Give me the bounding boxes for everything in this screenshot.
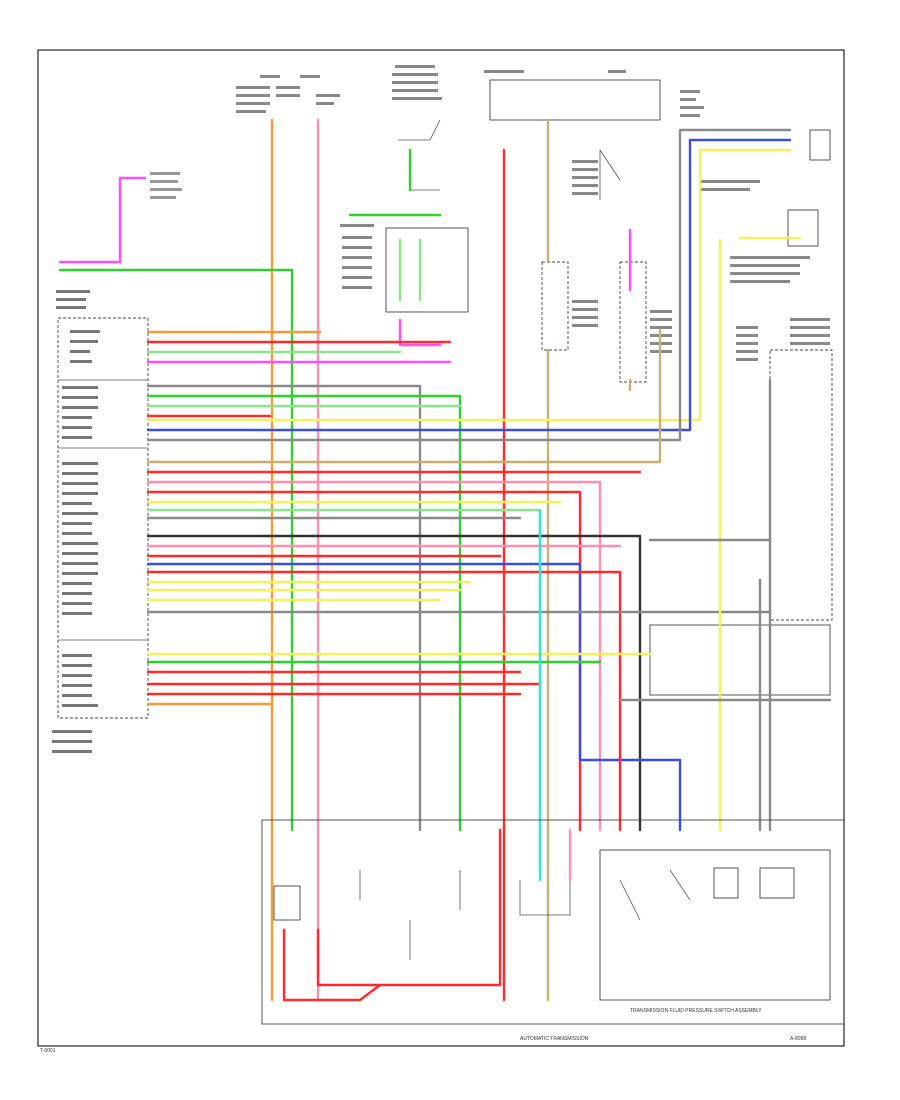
- diagram-frame: [37, 49, 845, 1047]
- automatic-transmission: [261, 819, 845, 1025]
- right-side-switches: [541, 129, 833, 696]
- vertical-wires[interactable]: [270, 118, 632, 1002]
- transmission-label: AUTOMATIC TRANSMISSION: [520, 1036, 589, 1042]
- data-link-connector: [118, 172, 182, 264]
- top-components: [236, 65, 704, 117]
- page-number: T-0001: [40, 1048, 56, 1054]
- fuse-block: [489, 79, 661, 121]
- pressure-switch-label: TRANSMISSION FLUID PRESSURE SWITCH ASSEM…: [630, 1008, 762, 1014]
- diagram-code: A-8098: [790, 1036, 806, 1042]
- right-harness[interactable]: [538, 236, 832, 872]
- pcm-wire-harness[interactable]: [58, 128, 792, 832]
- brake-switch-assembly: [340, 119, 469, 347]
- powertrain-control-module: [52, 290, 149, 753]
